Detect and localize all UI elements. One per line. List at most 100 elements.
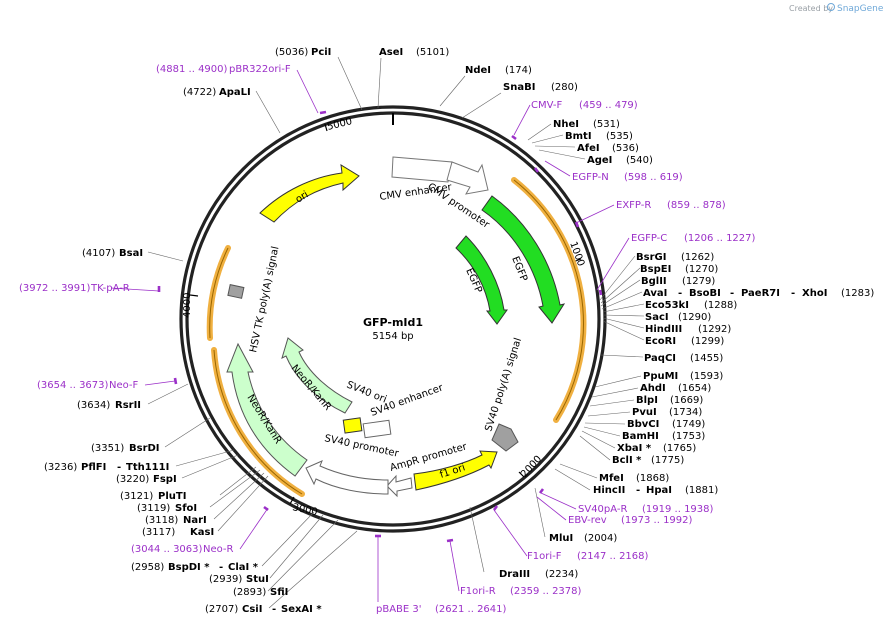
site-bglii-name: BglII [641,276,667,287]
site-hincii-name: HincII [593,485,625,496]
primer-pbabe-name: pBABE 3' [376,604,422,615]
site-stui-pos: (2939) [209,574,242,585]
sv40-enhancer-box [362,419,392,439]
egfp-inner-arrow [455,235,508,325]
site-sexai-name: SexAI * [281,604,322,615]
site-sfii-pos: (2893) [233,587,266,598]
orf-line-egfp [513,179,584,421]
site-blpi-name: BlpI [636,395,658,406]
cmv-promoter-arrow [446,161,489,195]
orf-arcs [206,177,587,497]
site-stui-name: StuI [246,574,269,585]
site-pvui-pos: (1734) [669,407,702,418]
ori-arrow [259,164,360,223]
features [226,156,566,498]
sv40-polya-box [491,423,519,452]
site-agei-name: AgeI [587,155,612,166]
primer-ebvrev-range: (1973 .. 1992) [621,515,693,526]
site-ecori-name: EcoRI [645,336,676,347]
site-bspdi-name: BspDI * [168,562,210,573]
site-bspei-pos: (1270) [685,264,718,275]
primer-tkpar-range: (3972 .. 3991) [19,283,91,294]
site-fspi-name: FspI [153,474,177,485]
site-hincii-pos: (1881) [685,485,718,496]
site-bsrdi-name: BsrDI [129,443,160,454]
site-pflfi-pos: (3236) [44,462,77,473]
site-paer7i-name: PaeR7I [741,288,780,299]
site-csii-pos: (2707) [205,604,238,615]
tick-mark-3000 [289,496,295,505]
site-kasi-pos: (3117) [142,527,175,538]
site-afei-pos: (536) [612,143,639,154]
site-mfei-name: MfeI [599,473,624,484]
sv40-promoter-label: SV40 promoter [323,433,400,460]
site-bsai-name: BsaI [119,248,143,259]
primer-f1orif-range: (2147 .. 2168) [577,551,649,562]
site-fspi-pos: (3220) [116,474,149,485]
primer-f1orif-name: F1ori-F [527,551,562,562]
site-nari-name: NarI [183,515,207,526]
site-xbai-pos: (1765) [663,443,696,454]
f1-ori-arrow [413,450,498,491]
primer-neof-range: (3654 .. 3673) [37,380,109,391]
primer-f1orir-range: (2359 .. 2378) [510,586,582,597]
site-bsrdi-pos: (3351) [91,443,124,454]
site-bamhi-pos: (1753) [672,431,705,442]
site-paqci-name: PaqCI [644,353,676,364]
primer-pbr322-range: (4881 .. 4900) [156,64,228,75]
tick-label-5000: 5000 [326,116,353,133]
site-sfoi-name: SfoI [175,503,197,514]
site-eco53ki-name: Eco53kI [645,300,689,311]
site-csii-name: CsiI [242,604,262,615]
credit-brand: SnapGene [837,4,884,14]
site-bsrgi-pos: (1262) [681,252,714,263]
sv40-ori-box [342,417,363,434]
site-bamhi-name: BamHI [622,431,659,442]
site-ppumi-pos: (1593) [690,371,723,382]
primer-exfpr-range: (859 .. 878) [667,200,726,211]
sv40-polya-label: SV40 poly(A) signal [483,337,524,433]
primer-ebvrev-name: EBV-rev [568,515,607,526]
primer-f1orir-name: F1ori-R [460,586,496,597]
site-sfoi-pos: (3119) [137,503,170,514]
site-bsobi-name: BsoBI [689,288,721,299]
primer-pbabe-range: (2621 .. 2641) [435,604,507,615]
tick-mark-2000 [518,471,525,478]
site-bbvci-name: BbvCI [627,419,659,430]
site-rsrii-pos: (3634) [77,400,110,411]
site-clai-name: ClaI * [228,562,259,573]
site-hindiii-name: HindIII [645,324,682,335]
site-bspdi-sep: - [219,562,223,573]
site-ppumi-name: PpuMI [643,371,678,382]
site-bmti-pos: (535) [606,131,633,142]
sv40-promoter-arrow [305,460,389,495]
site-bcli-name: BclI * [612,455,642,466]
site-xbai-name: XbaI * [617,443,652,454]
tick-mark-4000 [189,294,199,297]
primer-neof-name: Neo-F [109,380,139,391]
hsv-tk-polya-label: HSV TK poly(A) signal [248,245,281,353]
site-mfei-pos: (1868) [636,473,669,484]
site-draiii-name: DraIII [499,569,530,580]
neo-inner-arrow [281,337,353,414]
site-bglii-pos: (1279) [682,276,715,287]
site-ahdi-name: AhdI [640,383,666,394]
site-avai-sep2: - [730,288,734,299]
site-hpai-name: HpaI [646,485,672,496]
site-pcii-pos: (5036) [275,47,308,58]
tick-label-4000: 4000 [182,293,193,318]
snapgene-logo-icon [827,3,835,11]
site-csii-sep: - [272,604,276,615]
site-bspdi-pos: (2958) [131,562,164,573]
site-bspei-name: BspEI [640,264,671,275]
site-pvui-name: PvuI [632,407,657,418]
site-asei-pos: (5101) [416,47,449,58]
site-tth111i-name: Tth111I [126,462,169,473]
site-kasi-name: KasI [190,527,214,538]
site-pcii-name: PciI [311,47,331,58]
site-avai-sep3: - [791,288,795,299]
credit-prefix: Created by [789,4,833,13]
egfp-outer-arrow [481,195,566,324]
primer-cmvf-name: CMV-F [531,100,562,111]
site-nhei-name: NheI [553,119,579,130]
